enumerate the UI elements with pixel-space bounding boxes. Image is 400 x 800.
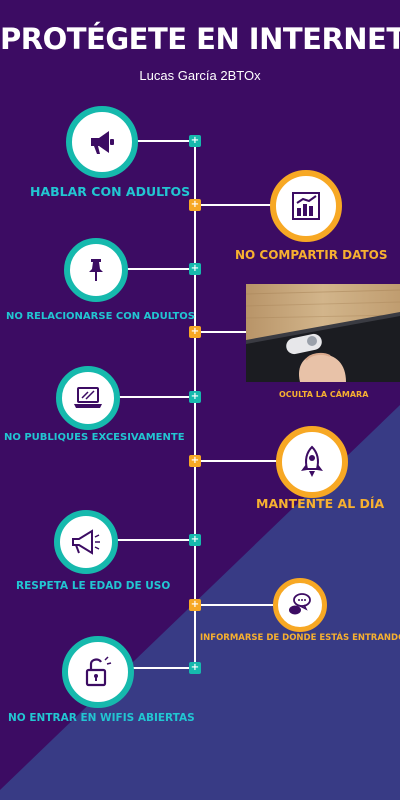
tip-9-circle: [62, 636, 134, 708]
tip-3-label: NO RELACIONARSE CON ADULTOS: [6, 311, 195, 322]
tip-8-circle: [273, 578, 327, 632]
node-7: +: [189, 534, 201, 546]
pin-icon: [89, 259, 103, 281]
timeline-spine: [194, 142, 196, 668]
connector-5: [116, 396, 196, 398]
connector-1: [132, 140, 196, 142]
poster-subtitle: Lucas García 2BTOx: [139, 68, 261, 83]
node-9: +: [189, 662, 201, 674]
tip-4-label: OCULTA LA CÁMARA: [279, 390, 369, 399]
tip-2-label: NO COMPARTIR DATOS: [235, 248, 388, 262]
connector-9: [128, 667, 196, 669]
node-4: +: [189, 326, 201, 338]
tip-1-label: HABLAR CON ADULTOS: [30, 184, 191, 199]
tip-3-circle: [64, 238, 128, 302]
node-8: +: [189, 599, 201, 611]
node-1: +: [189, 135, 201, 147]
connector-4: [196, 331, 246, 333]
rocket-icon: [301, 445, 323, 477]
connector-8: [196, 604, 274, 606]
poster-title: PROTÉGETE EN INTERNET: [0, 22, 400, 56]
bar-chart-icon: [292, 192, 320, 220]
connector-2: [196, 204, 276, 206]
tip-5-circle: [56, 366, 120, 430]
chat-bubbles-icon: [289, 593, 311, 615]
tip-6-label: MANTENTE AL DÍA: [256, 496, 385, 511]
node-5: +: [189, 391, 201, 403]
unlocked-padlock-icon: [85, 656, 112, 687]
laptop-icon: [74, 387, 102, 408]
webcam-cover-photo: [246, 284, 400, 382]
node-6: +: [189, 455, 201, 467]
tip-8-label: INFORMARSE DE DONDE ESTÁS ENTRANDO: [200, 633, 400, 643]
megaphone-icon: [91, 131, 114, 154]
tip-6-circle: [276, 426, 348, 498]
connector-7: [116, 539, 196, 541]
tip-7-label: RESPETA LE EDAD DE USO: [16, 580, 171, 592]
tip-7-circle: [54, 510, 118, 574]
node-2: +: [189, 199, 201, 211]
loudspeaker-icon: [72, 529, 100, 555]
connector-3: [122, 268, 196, 270]
tip-1-circle: [66, 106, 138, 178]
tip-9-label: NO ENTRAR EN WIFIS ABIERTAS: [8, 712, 195, 724]
tip-2-circle: [270, 170, 342, 242]
node-3: +: [189, 263, 201, 275]
tip-5-label: NO PUBLIQUES EXCESIVAMENTE: [4, 432, 185, 443]
connector-6: [196, 460, 278, 462]
